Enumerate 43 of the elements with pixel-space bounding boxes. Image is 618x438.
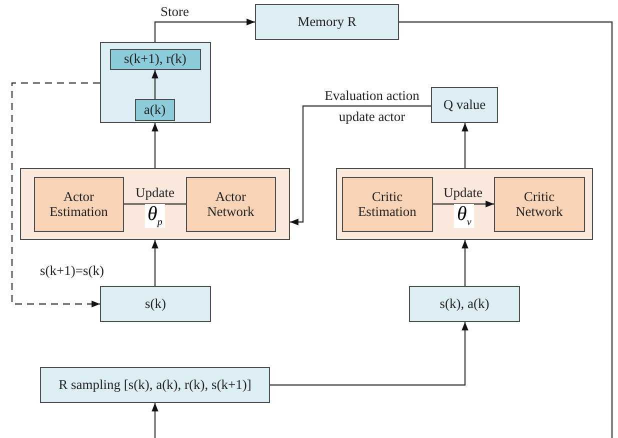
process-box [34,176,124,232]
box-label: R sampling [s(k), a(k), r(k), s(k+1)] [58,377,252,393]
box-label: s(k+1), r(k) [124,51,186,67]
group-panel [20,168,290,240]
process-box [255,4,399,40]
edge-label: Update [136,185,174,202]
edge-label: Store [160,4,189,20]
process-box [100,286,211,322]
process-box [409,286,520,322]
box-label: s(k), a(k) [440,296,490,312]
edge-label: s(k+1)=s(k) [40,263,104,280]
process-box [342,176,433,232]
dashed-arrow [11,82,100,308]
box-label: s(k) [145,296,166,312]
arrow [270,322,468,386]
parameter-symbol: θ$_{v}$ [454,204,474,228]
arrow [152,70,158,99]
arrow [152,123,158,168]
edge-label: Update [444,185,482,202]
process-box [431,87,498,123]
box-label: Memory R [298,14,356,30]
arrow [433,200,494,208]
group-panel [100,42,211,123]
process-box [134,98,175,121]
process-box [40,367,270,403]
arrow [290,105,431,226]
edge-label: Evaluation action update actor [324,86,420,126]
arrow [462,240,468,286]
arrow [462,123,468,168]
box-label: Actor Estimation [48,188,109,220]
process-box [186,176,276,232]
box-label: Critic Network [514,188,564,220]
arrow [154,18,255,42]
box-label: Critic Estimation [356,188,418,220]
arrow [152,403,158,438]
process-box [110,48,201,70]
process-box [494,176,585,232]
parameter-symbol: θ$_{p}$ [144,204,166,228]
group-panel [336,168,593,240]
box-label: a(k) [144,102,166,118]
box-label: Actor Network [206,188,256,220]
arrow [152,240,158,286]
box-label: Q value [443,97,486,113]
